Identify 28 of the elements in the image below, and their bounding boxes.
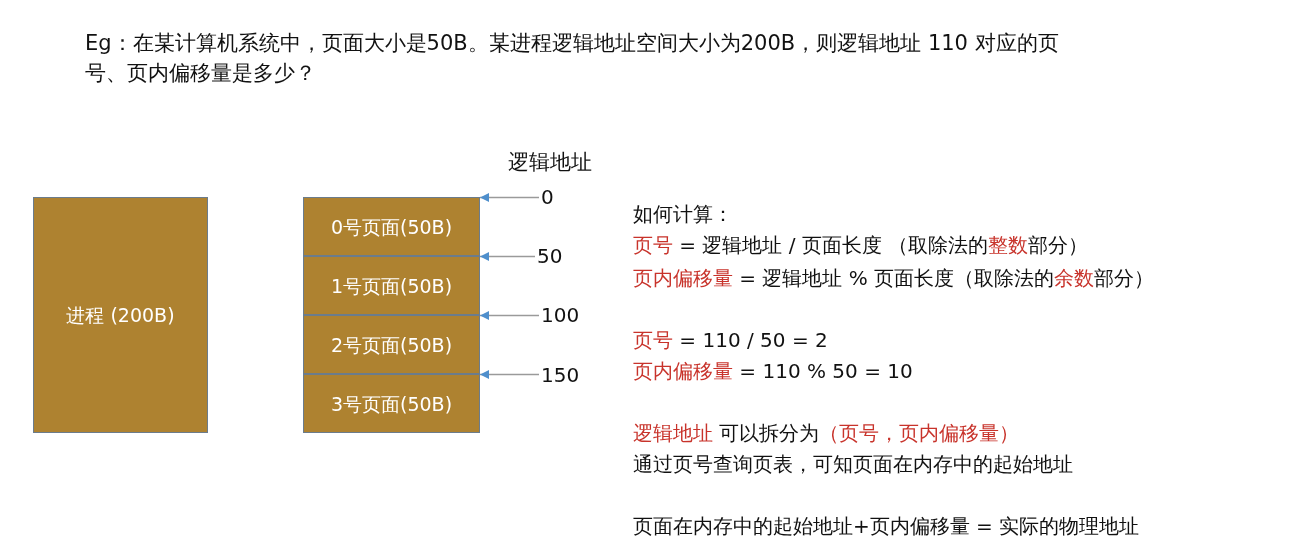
question-text: Eg：在某计算机系统中，页面大小是50B。某进程逻辑地址空间大小为200B，则逻辑地址 110 对应的页号、页内偏移量是多少？ <box>85 30 1060 87</box>
formula-text: 页号 = 110 / 50 = 2 <box>633 327 828 354</box>
address-value: 0 <box>541 185 554 209</box>
page-label: 1号页面(50B) <box>330 273 453 298</box>
arrow <box>479 311 540 320</box>
note-text: 页面在内存中的起始地址+页内偏移量 = 实际的物理地址 <box>633 513 1140 540</box>
column-heading: 逻辑地址 <box>508 149 592 176</box>
process-label: 进程 (200B) <box>66 303 175 327</box>
address-value: 50 <box>537 244 563 268</box>
address-value: 100 <box>541 303 580 327</box>
formula-text: 页内偏移量 = 逻辑地址 % 页面长度（取除法的余数部分） <box>633 265 1155 292</box>
arrow <box>479 252 536 261</box>
note-text: 逻辑地址 可以拆分为（页号，页内偏移量） <box>633 420 1020 447</box>
page-label: 2号页面(50B) <box>330 332 453 357</box>
page-block <box>303 374 480 433</box>
formula-text: 页号 = 逻辑地址 / 页面长度 （取除法的整数部分） <box>633 232 1089 259</box>
page-block <box>303 315 480 374</box>
page-block <box>303 197 480 256</box>
page-label: 0号页面(50B) <box>330 214 453 239</box>
arrow <box>479 370 540 379</box>
page-label: 3号页面(50B) <box>330 391 453 416</box>
note-text: 通过页号查询页表，可知页面在内存中的起始地址 <box>633 451 1073 478</box>
page-block <box>303 256 480 315</box>
process-block <box>33 197 208 433</box>
address-value: 150 <box>541 363 580 387</box>
formula-text: 页内偏移量 = 110 % 50 = 10 <box>633 358 913 385</box>
section-heading: 如何计算： <box>633 201 733 228</box>
arrow <box>479 193 540 202</box>
